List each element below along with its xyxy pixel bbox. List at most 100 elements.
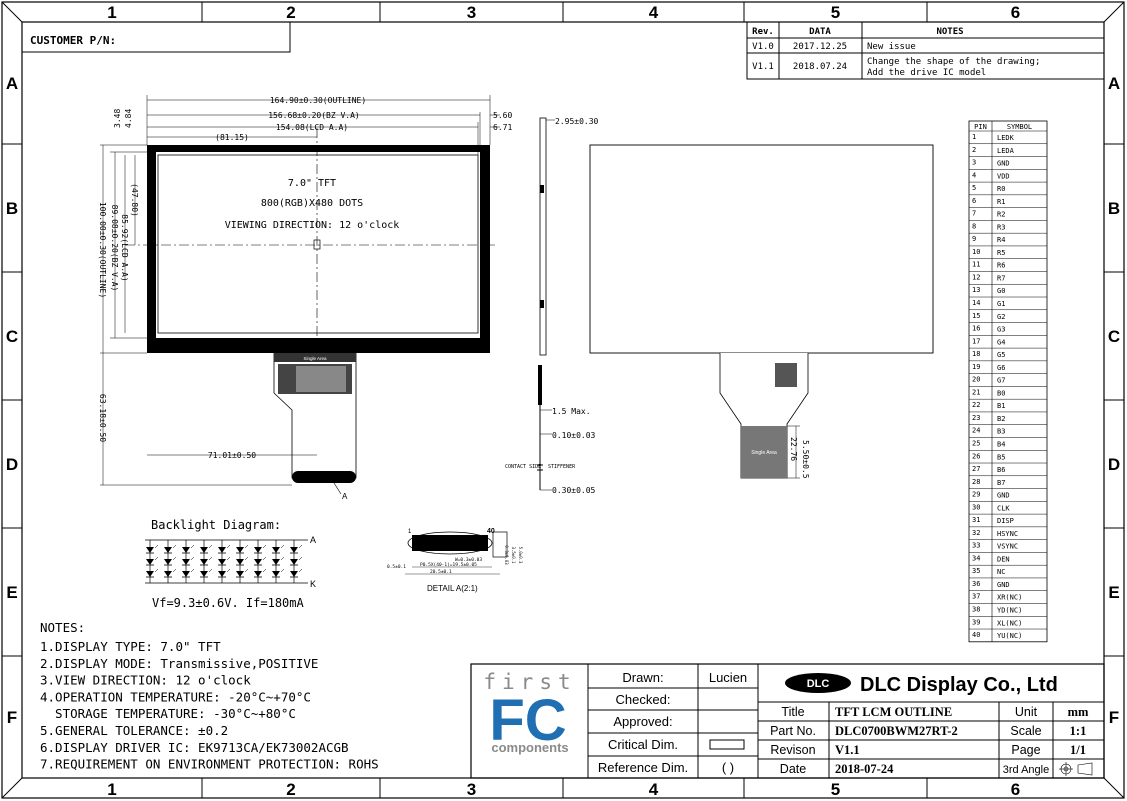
- grid-row-B-left: B: [6, 199, 18, 218]
- grid-row-B-right: B: [1108, 199, 1120, 218]
- grid-col-5-top: 5: [831, 3, 840, 22]
- pin-number: 20: [972, 376, 980, 384]
- dim-bz-w: 156.68±0.20(BZ V.A): [268, 111, 360, 120]
- grid-col-3-bottom: 3: [467, 780, 476, 799]
- backlight-anode: A: [310, 535, 316, 545]
- rev-value: V1.1: [835, 743, 860, 757]
- led-ray: [226, 556, 231, 561]
- pin-number: 35: [972, 567, 980, 575]
- date-label: Date: [780, 762, 806, 776]
- led-ray: [262, 544, 267, 549]
- pin-number: 38: [972, 605, 980, 613]
- pin-header-pin: PIN: [974, 123, 987, 131]
- title-value: TFT LCM OUTLINE: [835, 705, 952, 719]
- pin-symbol: GND: [997, 160, 1010, 168]
- pin-symbol: G3: [997, 326, 1005, 334]
- led-ray: [262, 556, 267, 561]
- rev-row-1-rev: V1.0: [752, 42, 774, 52]
- led-ray: [208, 568, 213, 573]
- pin-symbol: B5: [997, 453, 1005, 461]
- led-ray: [298, 556, 303, 561]
- unit-label: Unit: [1015, 705, 1038, 719]
- pin-symbol: G6: [997, 364, 1005, 372]
- dim-right2: 6.71: [493, 123, 512, 132]
- pin-symbol: VDD: [997, 172, 1010, 180]
- grid-col-2-bottom: 2: [286, 780, 295, 799]
- pin-symbol: GND: [997, 581, 1010, 589]
- title-block: [470, 663, 1105, 779]
- pin-number: 12: [972, 273, 980, 281]
- pin-number: 7: [972, 210, 976, 218]
- revision-table: Rev. DATA NOTES V1.0 2017.12.25 New issu…: [746, 21, 1105, 80]
- pin-symbol: YU(NC): [997, 632, 1022, 640]
- dim-half-h: (47.80): [130, 183, 139, 217]
- logo-bottom: components: [491, 740, 568, 755]
- pin-number: 26: [972, 452, 980, 460]
- detail-total: 20.5±0.1: [430, 569, 452, 575]
- detail-t: 0.3±0.03: [504, 545, 509, 565]
- front-dim-labels: 164.90±0.30(OUTLINE) 156.68±0.20(BZ V.A)…: [98, 96, 512, 460]
- pin-symbol: B1: [997, 402, 1005, 410]
- logo-top: first: [483, 670, 576, 694]
- pin-symbol: G4: [997, 338, 1005, 346]
- detail-w: W=0.3±0.03: [455, 557, 482, 563]
- grid-col-4-bottom: 4: [649, 780, 659, 799]
- front-view: 7.0" TFT 800(RGB)X480 DOTS VIEWING DIREC…: [125, 128, 495, 501]
- side-stiffener: STIFFENER: [548, 464, 576, 470]
- pin-symbol: B0: [997, 389, 1005, 397]
- date-value: 2018-07-24: [835, 762, 894, 776]
- detail-pitch: P0.5X(40-1)=19.5±0.05: [420, 562, 477, 568]
- dim-outline-w: 164.90±0.30(OUTLINE): [270, 96, 366, 105]
- pin-number: 29: [972, 491, 980, 499]
- led-diode-icon: [164, 571, 172, 577]
- dlc-badge: [785, 673, 851, 693]
- company-badge: DLC: [807, 678, 830, 690]
- backlight-diagram: Backlight Diagram: A K Vf=9.3±0.6V. If=1…: [145, 518, 316, 610]
- led-ray: [208, 544, 213, 549]
- led-diode-icon: [236, 547, 244, 553]
- side-thick: 2.95±0.30: [555, 117, 599, 126]
- scale-value: 1:1: [1070, 724, 1087, 738]
- pin-symbol: R1: [997, 198, 1005, 206]
- led-diode-icon: [272, 571, 280, 577]
- dim-bz-h: 89.08±0.20(BZ V.A): [110, 205, 119, 292]
- pin-symbol: B7: [997, 479, 1005, 487]
- pin-number: 27: [972, 465, 980, 473]
- led-diode-icon: [182, 559, 190, 565]
- reference-label: Reference Dim.: [598, 760, 688, 775]
- dim-lcd-w: 154.08(LCD A.A): [276, 123, 348, 132]
- led-diode-icon: [146, 559, 154, 565]
- pin-symbol: R7: [997, 274, 1005, 282]
- note-line: 3.VIEW DIRECTION: 12 o'clock: [40, 673, 251, 688]
- led-ray: [154, 544, 159, 549]
- pin-symbol: B6: [997, 466, 1005, 474]
- led-diode-icon: [164, 559, 172, 565]
- pin-symbol: XL(NC): [997, 619, 1022, 627]
- rev-row-2-notes-a: Change the shape of the drawing;: [867, 57, 1040, 67]
- led-ray: [262, 568, 267, 573]
- note-line: 7.REQUIREMENT ON ENVIRONMENT PROTECTION:…: [40, 757, 379, 772]
- led-ray: [172, 556, 177, 561]
- pin-symbol: LEDK: [997, 134, 1015, 142]
- pin-symbol: DEN: [997, 555, 1010, 563]
- pin-number: 15: [972, 312, 980, 320]
- pin-symbol: R3: [997, 223, 1005, 231]
- pin-number: 25: [972, 439, 980, 447]
- back-tag: Single Area: [751, 450, 777, 456]
- part-label: Part No.: [770, 724, 816, 738]
- grid-row-E-left: E: [6, 583, 17, 602]
- angle-label: 3rd Angle: [1003, 764, 1049, 776]
- pin-number: 40: [972, 631, 980, 639]
- led-diode-icon: [254, 547, 262, 553]
- pin-number: 5: [972, 184, 976, 192]
- led-diode-icon: [236, 571, 244, 577]
- pin-number: 33: [972, 542, 980, 550]
- front-point-a: A: [342, 492, 348, 501]
- drawn-value: Lucien: [709, 670, 747, 685]
- pin-symbol: G0: [997, 287, 1005, 295]
- pin-number: 24: [972, 427, 980, 435]
- led-ray: [244, 568, 249, 573]
- reference-symbol: ( ): [722, 760, 734, 775]
- front-label-size: 7.0" TFT: [288, 178, 336, 189]
